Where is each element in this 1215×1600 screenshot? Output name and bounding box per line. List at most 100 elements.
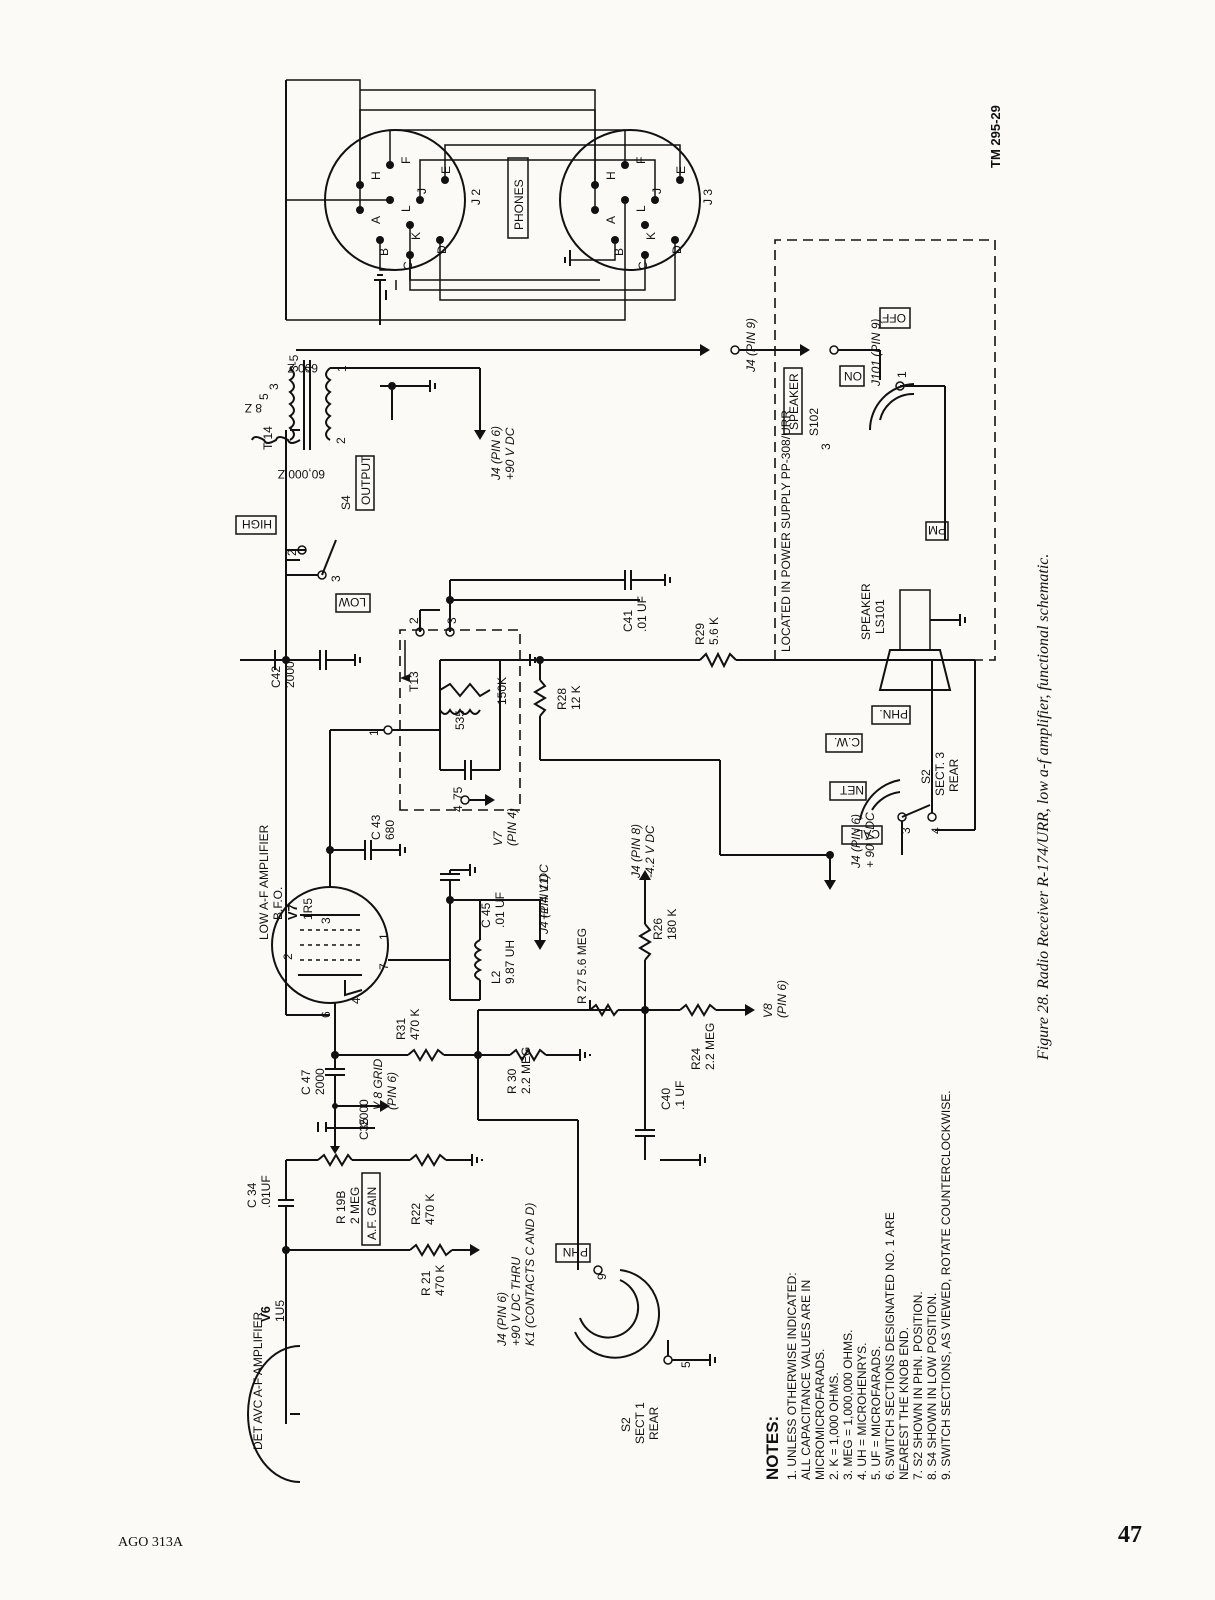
- v7-sub: B.F.O.: [271, 887, 285, 920]
- l2-label: L2: [489, 970, 503, 984]
- s2-sect1-arc: [574, 1269, 661, 1359]
- s2-sect1-sect: SECT 1: [633, 1402, 647, 1444]
- c45-label: C 45: [479, 902, 493, 928]
- r29-label: R29: [693, 623, 707, 645]
- v7-pin4: 4: [349, 997, 363, 1004]
- t14-pin2: 2: [334, 437, 348, 444]
- j2-label: J 2: [469, 189, 483, 205]
- r19b-label: R 19B: [334, 1191, 348, 1224]
- s2-pos-net: NET: [839, 783, 864, 797]
- c40-label: C40: [659, 1088, 673, 1110]
- j4-k1-line3: K1 (CONTACTS C AND D): [523, 1203, 537, 1346]
- note-7: 7. S2 SHOWN IN PHN. POSITION.: [911, 1291, 925, 1480]
- v8-pin6-value: (PIN 6): [775, 980, 789, 1018]
- j3-pin-l: L: [634, 205, 648, 212]
- t14-secondary: [288, 367, 295, 441]
- t14-primary: [325, 367, 332, 441]
- note-1: 1. UNLESS OTHERWISE INDICATED:: [785, 1272, 799, 1480]
- t14-pin4: 4: [301, 365, 315, 372]
- jack-j3: [559, 129, 701, 271]
- v8-grid-pin: (PIN 6): [385, 1072, 399, 1110]
- s4-low-box: [335, 593, 371, 613]
- j4-pin11-label: J4 (PIN 11): [537, 874, 551, 935]
- j2-pin-j: J: [415, 188, 429, 194]
- s2-sect1-phn-box: [555, 1243, 591, 1263]
- v7-title: LOW A-F AMPLIFIER: [257, 824, 271, 940]
- j2-pin-d: D: [435, 245, 449, 254]
- s2-sect3-name: S2: [919, 769, 933, 784]
- r26-label: R26: [651, 918, 665, 940]
- s4-pin2: 2: [285, 549, 299, 556]
- t13-coil: [439, 708, 481, 715]
- t13-res-150k: 150K: [495, 677, 509, 705]
- speaker-cone: [878, 649, 952, 691]
- s2-pos-cal: CAL.: [853, 827, 880, 841]
- note-4: 4. UH = MICROHENRYS.: [855, 1343, 869, 1480]
- c43-value: 680: [383, 820, 397, 840]
- v8-pin6-label: V8: [761, 1003, 775, 1018]
- c42-value: 2000: [283, 661, 297, 688]
- s4-output-box: [355, 455, 375, 511]
- c34-label: C 34: [245, 1182, 259, 1208]
- note-1b: ALL CAPACITANCE VALUES ARE IN: [799, 1280, 813, 1480]
- note-9: 9. SWITCH SECTIONS, AS VIEWED, ROTATE CO…: [939, 1090, 953, 1480]
- s2-sect1-pin5: 5: [679, 1361, 693, 1368]
- j2-pin-e: E: [439, 166, 453, 174]
- af-gain-box: [361, 1172, 381, 1246]
- s2-sect1-name: S2: [619, 1417, 633, 1432]
- s2-sect3-rear: REAR: [947, 758, 961, 792]
- v7-pin1: 1: [377, 933, 391, 940]
- c35-value: 2000: [357, 1099, 371, 1126]
- s102-pin3: 3: [819, 443, 833, 450]
- s2-sect1-rear: REAR: [647, 1406, 661, 1440]
- note-2: 2. K = 1,000 OHMS.: [827, 1372, 841, 1480]
- s4-low-label: LOW: [338, 595, 366, 609]
- s102-label: S102: [807, 408, 821, 436]
- s4-name: S4: [339, 495, 353, 510]
- c47-label: C 47: [299, 1069, 313, 1095]
- footer-ago: AGO 313A: [118, 1535, 183, 1550]
- j2-pin-f: F: [399, 157, 413, 164]
- s102-off-label: OFF: [882, 311, 906, 325]
- j4-k1-line2: +90 V DC THRU: [509, 1257, 523, 1346]
- c34-value: .01UF: [259, 1175, 273, 1208]
- figure-caption: Figure 28. Radio Receiver R-174/URR, low…: [1035, 554, 1052, 1061]
- v7-type: 1R5: [301, 898, 315, 920]
- s4-output-label: OUTPUT: [359, 455, 373, 505]
- s102-arc: [868, 383, 915, 431]
- s102-on-label: ON: [844, 369, 862, 383]
- r30-value: 2.2 MEG: [519, 1047, 533, 1094]
- t13-label: T13: [407, 671, 421, 692]
- pm-box: [925, 521, 949, 541]
- t14-pin3: 3: [267, 383, 281, 390]
- t13-pin1: 1: [367, 729, 381, 736]
- r19b-value: 2 MEG: [348, 1187, 362, 1224]
- s4-high-box: [235, 515, 277, 535]
- notes-block: NOTES: 1. UNLESS OTHERWISE INDICATED: AL…: [763, 1090, 953, 1480]
- v7-pin3: 3: [319, 917, 333, 924]
- v8-grid-label: V 8 GRID: [371, 1058, 385, 1110]
- j3-pin-c: C: [636, 261, 650, 270]
- s2-phn-box: [871, 705, 911, 725]
- j2-pin-c: C: [401, 261, 415, 270]
- r24-value: 2.2 MEG: [703, 1023, 717, 1070]
- t14-z-primary: 60,000 Z: [278, 467, 325, 481]
- t13-pin4: 4: [451, 805, 465, 812]
- c47-value: 2000: [313, 1068, 327, 1095]
- j4-pin6-90-label: J4 (PIN 6): [849, 814, 863, 869]
- v6-type: 1U5: [273, 1300, 287, 1322]
- j3-pin-e: E: [674, 166, 688, 174]
- s2-sect1-pin9: 9: [595, 1273, 609, 1280]
- note-8: 8. S4 SHOWN IN LOW POSITION.: [925, 1293, 939, 1480]
- t13-enclosure: [399, 629, 521, 811]
- r30-label: R 30: [505, 1068, 519, 1094]
- j3-pin-h: H: [604, 171, 618, 180]
- r28-value: 12 K: [569, 685, 583, 710]
- s2-cw-box: [825, 733, 863, 753]
- note-6: 6. SWITCH SECTIONS DESIGNATED NO. 1 ARE: [883, 1212, 897, 1480]
- j4-pin8-value: -4.2 V DC: [643, 825, 657, 878]
- j3-label: J 3: [701, 189, 715, 205]
- speaker-magnet: [899, 589, 931, 651]
